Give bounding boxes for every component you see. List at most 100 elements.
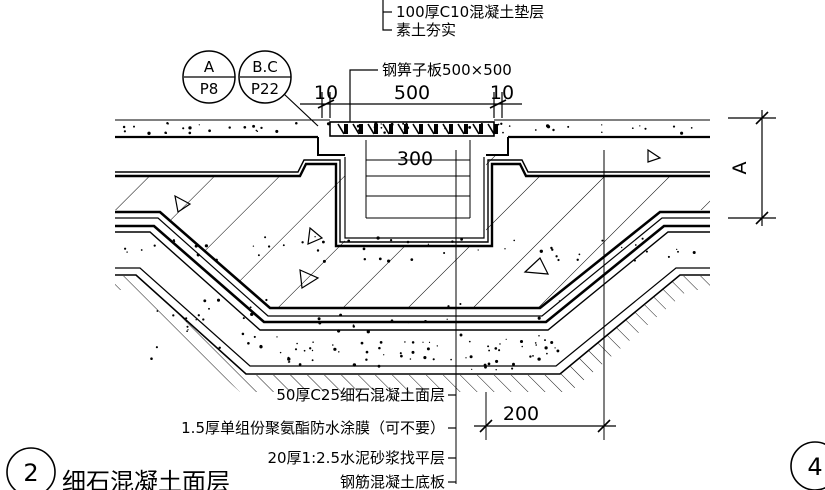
aggregate-dot <box>633 259 636 262</box>
aggregate-dot <box>186 325 189 328</box>
grate-bar-solid <box>464 124 468 134</box>
aggregate-dot <box>377 364 381 368</box>
aggregate-dot <box>407 321 410 324</box>
aggregate-dot <box>621 246 623 249</box>
aggregate-dot <box>534 129 537 131</box>
slab-outline <box>115 157 710 248</box>
aggregate-dot <box>194 244 198 248</box>
aggregate-dot <box>365 350 369 354</box>
aggregate-dot <box>551 248 554 251</box>
aggregate-dot <box>447 305 450 308</box>
aggregate-dot <box>203 299 207 303</box>
aggregate-dot <box>436 345 438 347</box>
aggregate-dot <box>357 129 361 132</box>
aggregate-dot <box>256 130 259 132</box>
top-layer-labels: 100厚C10混凝土垫层 素土夯实 <box>382 0 544 39</box>
aggregate-dot <box>265 298 268 302</box>
aggregate-dot <box>197 314 200 317</box>
aggregate-dot <box>423 356 427 360</box>
ref-bc-top: B.C <box>252 58 278 76</box>
grate-bar <box>442 123 450 135</box>
triangle-markers <box>174 148 662 290</box>
aggregate-dot <box>172 314 175 317</box>
aggregate-dot <box>208 307 210 310</box>
aggregate-dot <box>451 240 454 243</box>
layer-label-pu-membrane: 1.5厚单组份聚氨酯防水涂膜（可不要） <box>181 419 445 437</box>
aggregate-dot <box>241 332 245 336</box>
steel-grate <box>329 121 498 137</box>
aggregate-dot <box>123 130 126 133</box>
detail-number: 2 <box>23 459 38 487</box>
aggregate-dot <box>247 342 250 345</box>
aggregate-dot <box>544 339 546 342</box>
aggregate-dot <box>601 124 603 126</box>
bottom-layer-labels: 50厚C25细石混凝土面层 1.5厚单组份聚氨酯防水涂膜（可不要） 20厚1:2… <box>181 386 456 490</box>
aggregate-dot <box>260 126 263 130</box>
aggregate-dot <box>500 122 503 125</box>
aggregate-dot <box>383 131 386 134</box>
aggregate-dot <box>373 125 377 129</box>
aggregate-dot <box>402 122 405 125</box>
aggregate-dot <box>403 128 406 130</box>
ref-a-top: A <box>204 58 215 76</box>
aggregate-dot <box>338 351 340 353</box>
grate-bar <box>427 123 435 135</box>
layer-label-c10-cushion: 100厚C10混凝土垫层 <box>396 3 544 21</box>
aggregate-dot <box>443 251 446 255</box>
aggregate-dot <box>535 344 537 346</box>
grate-bar <box>457 123 465 135</box>
layer-label-compacted-soil: 素土夯实 <box>396 21 456 39</box>
grate-bar-solid <box>419 124 423 134</box>
aggregate-dot <box>539 249 543 253</box>
aggregate-dot <box>156 310 159 312</box>
aggregate-dot <box>406 240 410 244</box>
aggregate-dot <box>298 363 302 366</box>
aggregate-dot <box>550 246 553 250</box>
aggregate-dot <box>557 258 560 262</box>
next-detail-circle <box>790 441 825 490</box>
aggregate-dot <box>380 123 382 125</box>
aggregate-dot <box>677 250 679 253</box>
detail-title: 细石混凝土面层 <box>62 468 230 490</box>
aggregate-dot <box>601 239 604 242</box>
grate-bar-solid <box>479 124 483 134</box>
aggregate-dot <box>690 127 693 129</box>
grate-bar-solid <box>434 124 438 134</box>
aggregate-dot <box>309 347 312 350</box>
aggregate-dot <box>215 258 218 262</box>
aggregate-dot <box>228 126 231 129</box>
aggregate-dot <box>483 363 487 367</box>
aggregate-dot <box>446 318 448 320</box>
aggregate-dot <box>400 354 403 358</box>
top-dimension: 10 500 10 <box>300 82 522 118</box>
aggregate-dot <box>140 249 143 251</box>
depth-dimension: A <box>728 110 776 226</box>
aggregate-dot <box>352 363 357 367</box>
aggregate-dot <box>450 358 452 361</box>
layer-label-mortar-screed: 20厚1:2.5水泥砂浆找平层 <box>267 449 445 467</box>
aggregate-dot <box>502 131 504 134</box>
layer-label-rc-base: 钢筋混凝土底板 <box>340 473 445 490</box>
grate-callout: 钢箅子板500×500 <box>349 61 512 122</box>
aggregate-dot <box>422 341 424 343</box>
grate-bar-solid <box>494 124 498 134</box>
aggregate-dot <box>494 347 498 350</box>
aggregate-dot <box>252 245 255 247</box>
aggregate-dot <box>122 125 126 129</box>
grate-bar <box>337 123 345 135</box>
aggregate-dot <box>276 336 278 338</box>
aggregate-dot <box>356 124 360 128</box>
aggregate-dot <box>508 125 511 127</box>
aggregate-dot <box>218 346 221 350</box>
aggregate-dot <box>153 244 156 247</box>
aggregate-dot <box>387 259 391 263</box>
aggregate-dot <box>287 357 291 361</box>
ref-leader <box>283 93 319 127</box>
dim-offset: 200 <box>503 403 539 425</box>
aggregate-dot <box>544 346 548 350</box>
aggregate-dot <box>459 333 463 337</box>
aggregate-dot <box>147 131 151 135</box>
aggregate-dot <box>532 355 534 357</box>
aggregate-dot <box>182 127 185 130</box>
membrane-layers <box>115 210 710 375</box>
